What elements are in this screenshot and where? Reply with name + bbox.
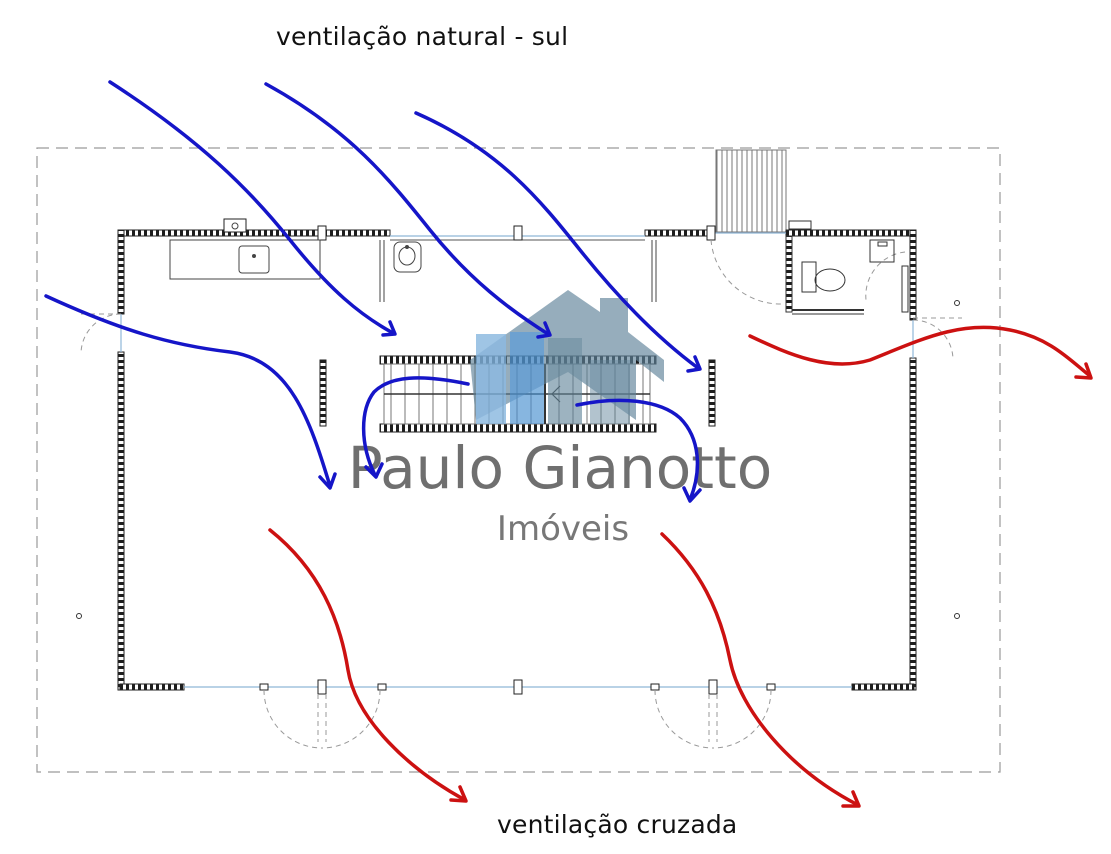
lot-boundary [36, 147, 1001, 773]
cross-ventilation-arrows [268, 325, 1093, 808]
bathroom [785, 220, 909, 315]
natural-ventilation-caption: ventilação natural - sul [276, 22, 569, 51]
cross-ventilation-caption: ventilação cruzada [497, 810, 738, 839]
survey-points [76, 300, 960, 619]
watermark-subtitle: Imóveis [497, 509, 629, 549]
natural-ventilation-arrows [44, 80, 702, 503]
interior-partitions [319, 359, 716, 427]
deck-hatch [715, 149, 787, 233]
watermark-logo [470, 290, 664, 424]
watermark-name: Paulo Gianotto [348, 434, 773, 502]
bottom-doors [263, 689, 772, 749]
kitchen-counter [169, 218, 321, 280]
mullions [259, 225, 776, 695]
laundry-sink [379, 240, 657, 302]
exterior-walls [117, 229, 917, 691]
